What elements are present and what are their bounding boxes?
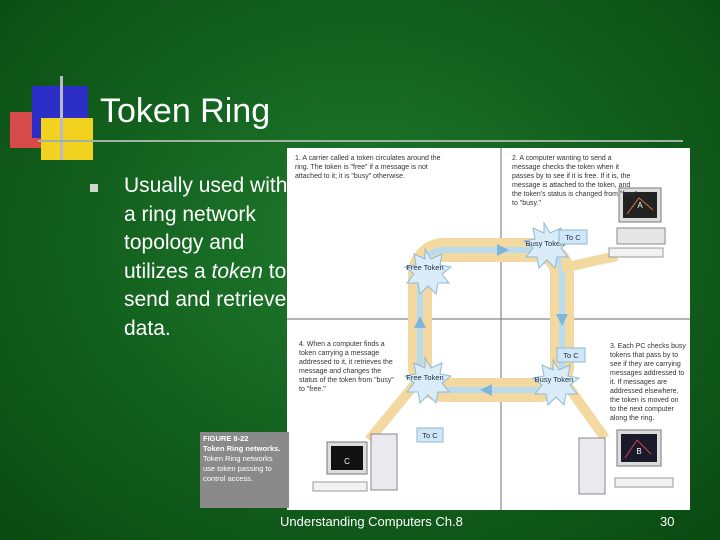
busy-token-label-top: Busy Token <box>526 239 565 248</box>
step-4-text: 4. When a computer finds a token carryin… <box>299 341 394 393</box>
computer-c-label: C <box>344 457 350 466</box>
caption-body: Token Ring networks use token passing to… <box>203 454 273 483</box>
token-ring-diagram: Free Token Busy Token Free Token Busy To… <box>287 148 690 510</box>
flow-arrowhead <box>556 314 568 326</box>
step-3-text: 3. Each PC checks busy tokens that pass … <box>610 343 686 422</box>
step-1-text: 1. A carrier called a token circulates a… <box>295 155 441 180</box>
caption-title: FIGURE 8-22 <box>203 434 249 443</box>
free-token-burst-bottom <box>403 356 453 405</box>
decor-vertical-line <box>60 76 63 160</box>
computer-c-icon <box>312 433 398 492</box>
to-c-label: To C <box>563 351 579 360</box>
computer-b-icon <box>578 429 674 495</box>
to-c-tag <box>556 347 586 363</box>
free-token-label-bottom: Free Token <box>406 373 443 382</box>
computer-a-label: A <box>637 201 643 210</box>
bullet-text: Usually used with a ring network topolog… <box>124 172 294 343</box>
to-c-label: To C <box>422 431 438 440</box>
to-c-label: To C <box>565 233 581 242</box>
footer-text: Understanding Computers Ch.8 <box>280 514 463 529</box>
busy-token-burst-bottom <box>531 358 581 407</box>
bullet-text-part: to send and retrieve data. <box>124 259 287 340</box>
token-ring-figure: Free Token Busy Token Free Token Busy To… <box>287 148 690 510</box>
to-c-tag <box>558 229 588 245</box>
title-underline <box>38 140 683 142</box>
flow-arrowhead <box>414 316 426 328</box>
busy-token-label-bottom: Busy Token <box>535 375 574 384</box>
computer-b-label: B <box>636 447 641 456</box>
flow-arrowhead <box>497 244 509 256</box>
decor-yellow-square <box>41 118 93 160</box>
computer-a-icon <box>608 187 666 258</box>
slide-title: Token Ring <box>100 92 271 130</box>
figure-caption: FIGURE 8-22 Token Ring networks. Token R… <box>200 432 289 508</box>
flow-arrowhead <box>480 384 492 396</box>
to-c-tag <box>416 427 444 443</box>
branch-to-a <box>560 251 619 273</box>
bullet-square-icon <box>90 184 98 192</box>
free-token-burst-top <box>403 247 453 296</box>
bullet-emphasis: token <box>211 259 263 283</box>
free-token-label-top: Free Token <box>406 263 443 272</box>
step-2-text: 2. A computer wanting to send a message … <box>512 155 637 207</box>
page-number: 30 <box>660 514 675 529</box>
bullet-text-part: Usually used with a ring network topolog… <box>124 174 288 283</box>
caption-heading: Token Ring networks. <box>203 444 281 453</box>
